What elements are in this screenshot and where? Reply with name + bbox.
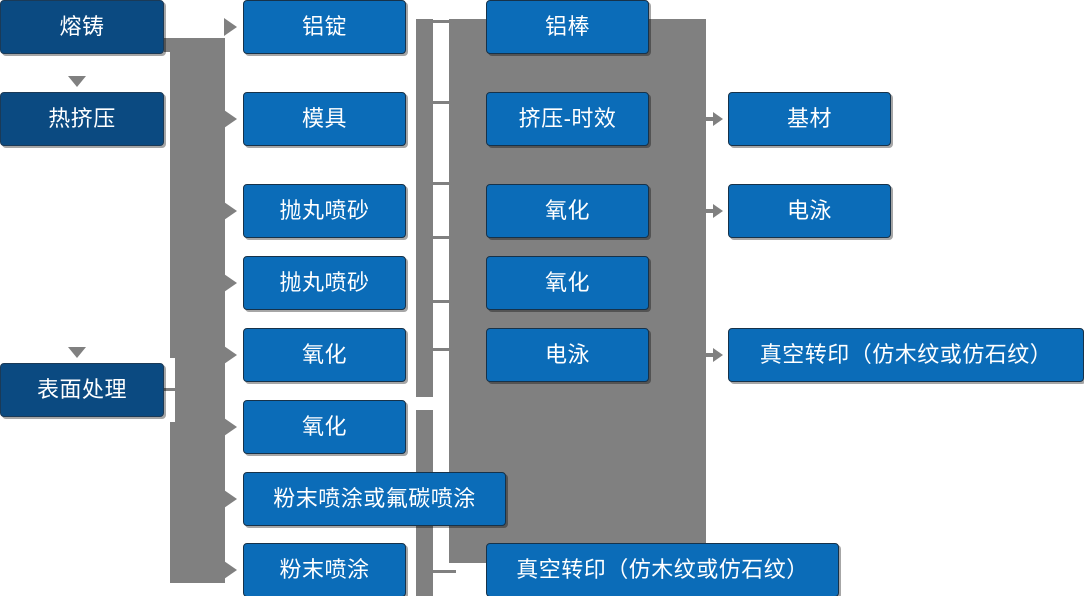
node-inputs-5[interactable]: 氧化 [243, 328, 406, 382]
node-stages-3[interactable]: 表面处理 [0, 363, 164, 417]
node-label: 铝锭 [301, 14, 347, 39]
connector-trunk-left [170, 38, 225, 583]
arrow-down-melt-to-extrude [68, 76, 86, 87]
node-label: 氧化 [544, 270, 590, 295]
node-label: 电泳 [786, 198, 832, 223]
node-label: 真空转印（仿木纹或仿石纹） [516, 557, 809, 582]
connector-tie-4 [428, 236, 456, 239]
node-label: 抛丸喷砂 [279, 198, 370, 223]
node-processes-3[interactable]: 氧化 [486, 184, 649, 238]
connector-tie-7 [428, 570, 456, 573]
connector-tie-5 [428, 300, 456, 303]
node-label: 基材 [786, 106, 832, 131]
arrow-to-output-3-shaft [703, 353, 717, 357]
arrow-to-output-1 [713, 112, 723, 126]
connector-tie-6 [428, 348, 456, 351]
node-label: 表面处理 [36, 377, 127, 402]
node-inputs-8[interactable]: 粉末喷涂 [243, 543, 406, 596]
node-outputs-3[interactable]: 真空转印（仿木纹或仿石纹） [728, 328, 1084, 382]
arrow-down-extrude-to-surface [68, 347, 86, 358]
node-inputs-7[interactable]: 粉末喷涂或氟碳喷涂 [243, 472, 506, 526]
connector-bar-mid-upper [416, 19, 433, 397]
arrow-to-input-1 [224, 18, 237, 36]
arrow-to-input-5 [224, 346, 237, 364]
node-label: 挤压-时效 [518, 106, 617, 131]
arrow-to-output-3 [713, 348, 723, 362]
node-processes-4[interactable]: 氧化 [486, 256, 649, 310]
node-label: 熔铸 [59, 14, 105, 39]
arrow-to-input-8 [224, 561, 237, 579]
node-processes-1[interactable]: 铝棒 [486, 0, 649, 54]
arrow-to-input-3 [224, 202, 237, 220]
node-label: 铝棒 [544, 14, 590, 39]
node-label: 粉末喷涂 [279, 557, 370, 582]
node-label: 模具 [301, 106, 347, 131]
arrow-to-input-6 [224, 418, 237, 436]
connector-stub-melt [164, 38, 176, 52]
node-label: 电泳 [544, 342, 590, 367]
node-inputs-6[interactable]: 氧化 [243, 400, 406, 454]
node-outputs-2[interactable]: 电泳 [728, 184, 891, 238]
node-inputs-3[interactable]: 抛丸喷砂 [243, 184, 406, 238]
node-stages-2[interactable]: 热挤压 [0, 92, 164, 146]
node-stages-1[interactable]: 熔铸 [0, 0, 164, 54]
arrow-to-output-2-shaft [703, 209, 717, 213]
arrow-to-output-2 [713, 204, 723, 218]
node-processes-5[interactable]: 电泳 [486, 328, 649, 382]
arrow-to-input-4 [224, 274, 237, 292]
node-label: 抛丸喷砂 [279, 270, 370, 295]
arrow-to-input-7 [224, 490, 237, 508]
node-processes-2[interactable]: 挤压-时效 [486, 92, 649, 146]
node-label: 粉末喷涂或氟碳喷涂 [273, 486, 476, 511]
arrow-to-input-2 [224, 110, 237, 128]
node-inputs-4[interactable]: 抛丸喷砂 [243, 256, 406, 310]
connector-tie-2 [428, 101, 456, 104]
connector-line-surface [164, 388, 178, 391]
node-processes-6[interactable]: 真空转印（仿木纹或仿石纹） [486, 543, 839, 596]
arrow-to-output-1-shaft [703, 117, 717, 121]
node-label: 真空转印（仿木纹或仿石纹） [759, 342, 1053, 367]
node-label: 氧化 [301, 342, 347, 367]
connector-tie-1 [428, 20, 456, 23]
connector-tie-3 [428, 182, 456, 185]
node-inputs-1[interactable]: 铝锭 [243, 0, 406, 54]
node-outputs-1[interactable]: 基材 [728, 92, 891, 146]
node-label: 氧化 [301, 414, 347, 439]
node-label: 氧化 [544, 198, 590, 223]
node-inputs-2[interactable]: 模具 [243, 92, 406, 146]
node-label: 热挤压 [48, 106, 116, 131]
